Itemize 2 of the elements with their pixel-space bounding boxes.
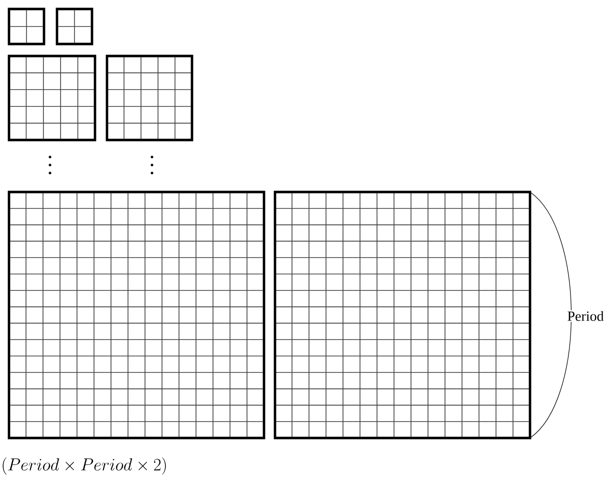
caption: $(Period\times Period\times 2)$: [2, 457, 166, 475]
dimension-label: Period: [566, 310, 605, 322]
